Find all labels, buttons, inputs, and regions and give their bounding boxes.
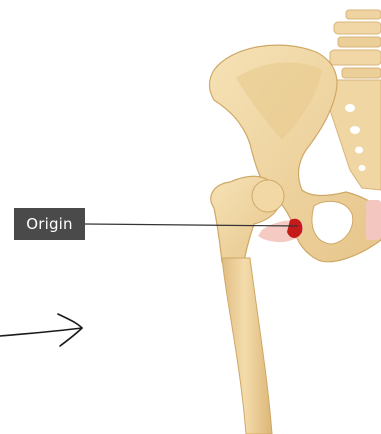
hand-drawn-arrow-icon [0,314,82,346]
origin-leader-line [85,224,298,226]
femur [211,176,284,434]
origin-label: Origin [14,208,85,240]
vertebral-column [330,10,381,78]
